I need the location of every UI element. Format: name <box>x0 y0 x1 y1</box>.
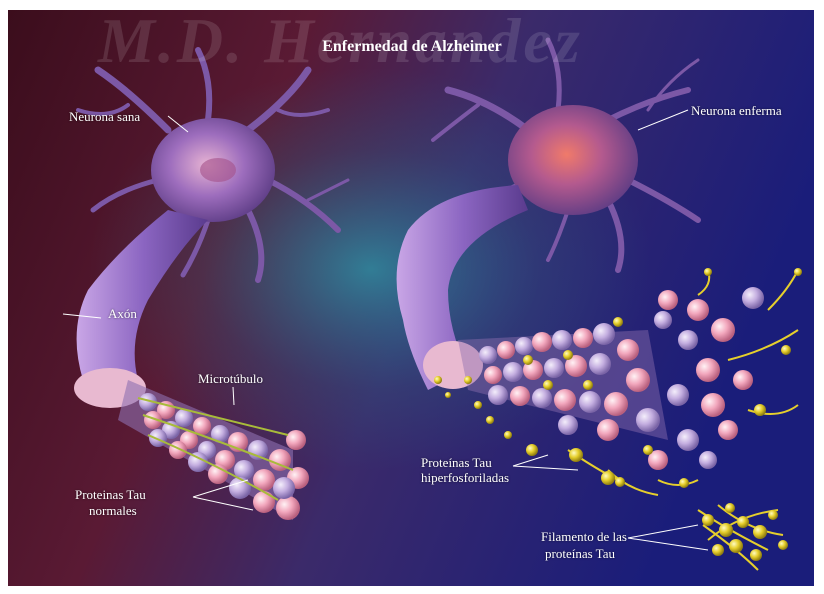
label-tau-normales-line1: Proteinas Tau <box>75 487 146 502</box>
label-microtubulo: Microtúbulo <box>198 371 263 386</box>
label-axon: Axón <box>108 306 137 321</box>
label-neurona-sana: Neurona sana <box>69 109 140 124</box>
label-neurona-enferma: Neurona enferma <box>691 103 782 118</box>
label-tau-hiper-line2: hiperfosforiladas <box>421 470 509 485</box>
healthy-neuron-nucleus <box>200 158 236 182</box>
label-tau-normales-line2: normales <box>89 503 137 518</box>
label-filamento-line1: Filamento de las <box>541 529 627 544</box>
label-tau-hiper-line1: Proteínas Tau <box>421 455 492 470</box>
diseased-neuron-soma <box>508 105 638 215</box>
label-filamento-line2: proteínas Tau <box>545 546 615 561</box>
figure-title: Enfermedad de Alzheimer <box>0 38 824 56</box>
